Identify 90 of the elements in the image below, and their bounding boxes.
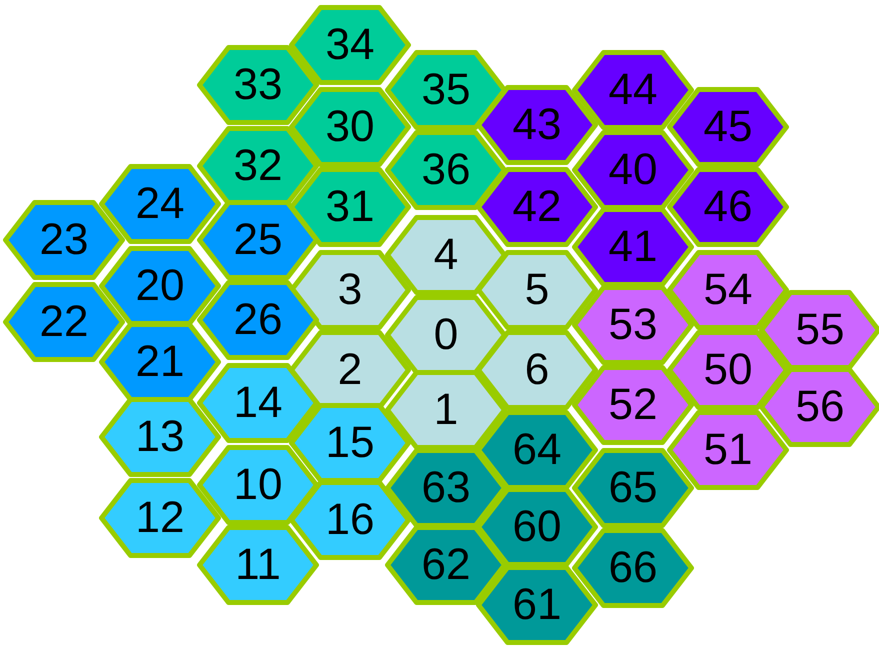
cell-number: 35 <box>420 68 472 112</box>
hexagon-cell <box>572 448 694 528</box>
cell-number: 20 <box>134 264 186 308</box>
cell-number: 44 <box>608 68 658 112</box>
hexagon-cell <box>385 215 507 295</box>
cell-number: 25 <box>232 218 284 262</box>
hexagon-cell <box>99 397 221 477</box>
hexagon-cell <box>667 250 789 330</box>
cell-number: 33 <box>232 63 284 107</box>
hexagon-cell <box>572 50 694 130</box>
cell-number: 62 <box>420 543 472 587</box>
cell-number: 30 <box>324 105 376 149</box>
hexagon-cell <box>385 370 507 450</box>
hexagon-cell <box>99 164 221 244</box>
hexagon-cell <box>385 50 507 130</box>
cell-number: 21 <box>134 340 186 384</box>
cell-number: 14 <box>232 381 284 425</box>
hexagon-cell <box>667 410 789 490</box>
hexagon-cell <box>476 250 598 330</box>
hexagon-cell <box>476 565 598 645</box>
hexagon-cell <box>759 367 879 447</box>
cell-number: 4 <box>432 233 460 277</box>
hexagon-cell <box>667 330 789 410</box>
cell-number: 60 <box>512 505 562 549</box>
cell-number: 12 <box>134 496 186 540</box>
cell-number: 64 <box>512 428 562 472</box>
cell-number: 36 <box>420 148 472 192</box>
hexagon-cell <box>197 200 319 280</box>
cell-number: 50 <box>702 348 754 392</box>
hexagon-cell <box>289 5 411 85</box>
cell-number: 40 <box>608 148 658 192</box>
hexagon-cell <box>289 480 411 560</box>
cell-number: 13 <box>134 415 186 459</box>
cell-number: 46 <box>702 185 754 229</box>
cell-number: 56 <box>794 385 846 429</box>
cell-number: 22 <box>38 300 90 344</box>
cell-number: 10 <box>232 463 284 507</box>
hexagon-cell <box>572 207 694 287</box>
hexagon-cell <box>476 85 598 165</box>
hexagon-cell <box>289 167 411 247</box>
cell-number: 3 <box>336 268 364 312</box>
cell-number: 32 <box>232 144 284 188</box>
hexagon-cell <box>385 525 507 605</box>
hexagon-cell <box>572 130 694 210</box>
cell-number: 11 <box>234 543 282 587</box>
cell-number: 15 <box>324 421 376 465</box>
cell-number: 23 <box>38 218 90 262</box>
cell-number: 43 <box>512 103 562 147</box>
cell-number: 26 <box>232 298 284 342</box>
cell-number: 54 <box>702 268 754 312</box>
cell-number: 41 <box>608 225 658 269</box>
cell-number: 66 <box>608 546 658 590</box>
hexagon-cell <box>289 403 411 483</box>
cell-number: 53 <box>608 303 658 347</box>
cell-number: 42 <box>512 185 562 229</box>
cell-number: 34 <box>324 23 376 67</box>
hexagon-cell <box>289 87 411 167</box>
cell-number: 61 <box>512 583 562 627</box>
cell-number: 2 <box>336 348 364 392</box>
cell-number: 6 <box>524 348 550 392</box>
hexagon-cell <box>385 130 507 210</box>
hexagon-cell <box>197 280 319 360</box>
hexagon-cell <box>667 87 789 167</box>
hexagon-cell <box>476 167 598 247</box>
cell-number: 1 <box>432 388 460 432</box>
hexagon-cell <box>572 528 694 608</box>
cell-number: 63 <box>420 466 472 510</box>
hexagon-cell <box>759 290 879 370</box>
hexagon-cell <box>197 525 319 605</box>
cell-number: 5 <box>524 268 550 312</box>
cell-number: 55 <box>794 308 846 352</box>
hexagon-cell <box>3 200 125 280</box>
cell-number: 0 <box>432 313 460 357</box>
hexagon-cell <box>197 363 319 443</box>
hexagon-cell <box>572 285 694 365</box>
hexagon-cell <box>572 365 694 445</box>
cell-number: 16 <box>324 498 376 542</box>
cell-number: 31 <box>324 185 376 229</box>
cell-number: 45 <box>702 105 754 149</box>
hexagon-cell <box>3 282 125 362</box>
hexagon-cell <box>476 330 598 410</box>
hexagon-cell <box>99 322 221 402</box>
hexagon-cell <box>197 445 319 525</box>
hexagon-cell <box>197 45 319 125</box>
cell-number: 24 <box>134 182 186 226</box>
hexagon-cell <box>99 478 221 558</box>
cell-number: 65 <box>608 466 658 510</box>
cell-number: 51 <box>702 428 754 472</box>
cell-number: 52 <box>608 383 658 427</box>
hexagon-cell <box>667 167 789 247</box>
